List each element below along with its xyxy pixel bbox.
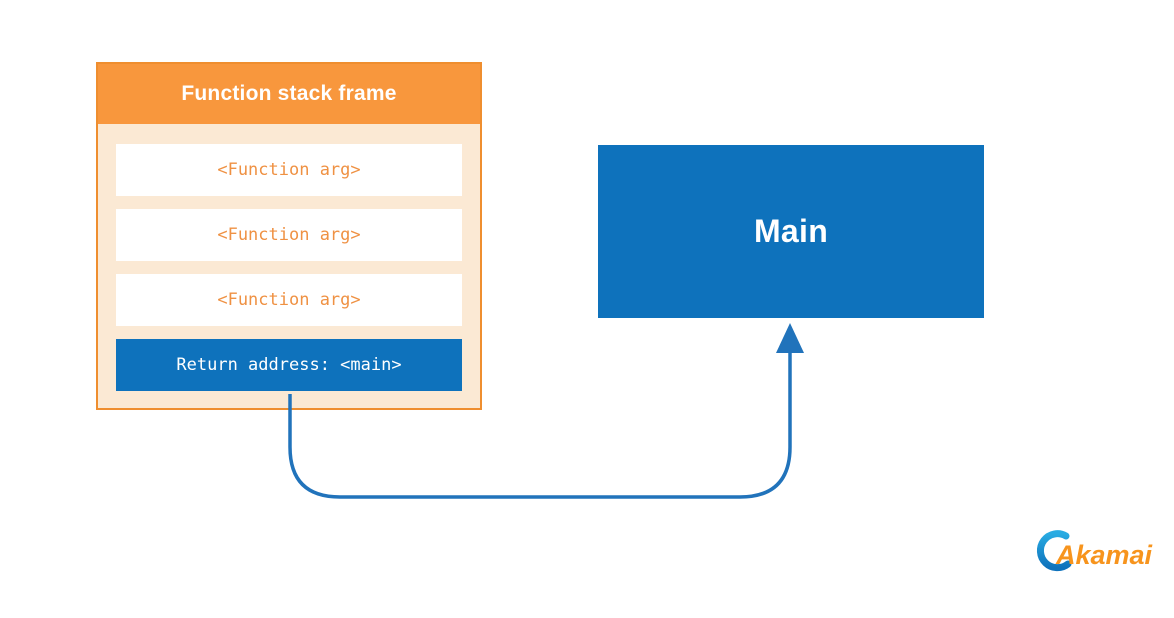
akamai-logo-icon: Akamai <box>1036 530 1153 572</box>
stack-row-return-address: Return address: <main> <box>116 339 462 391</box>
akamai-swoosh-icon <box>1036 530 1072 572</box>
stack-frame-title: Function stack frame <box>98 64 480 124</box>
main-box: Main <box>598 145 984 318</box>
akamai-swoosh-inner-icon <box>1049 541 1066 563</box>
arrowhead-icon <box>776 323 804 353</box>
stack-row-function-arg-1: <Function arg> <box>116 144 462 196</box>
stack-rows: <Function arg> <Function arg> <Function … <box>98 124 480 391</box>
stack-row-function-arg-2: <Function arg> <box>116 209 462 261</box>
akamai-logo-text: Akamai <box>1055 540 1153 570</box>
stack-row-function-arg-3: <Function arg> <box>116 274 462 326</box>
function-stack-frame-panel: Function stack frame <Function arg> <Fun… <box>96 62 482 410</box>
